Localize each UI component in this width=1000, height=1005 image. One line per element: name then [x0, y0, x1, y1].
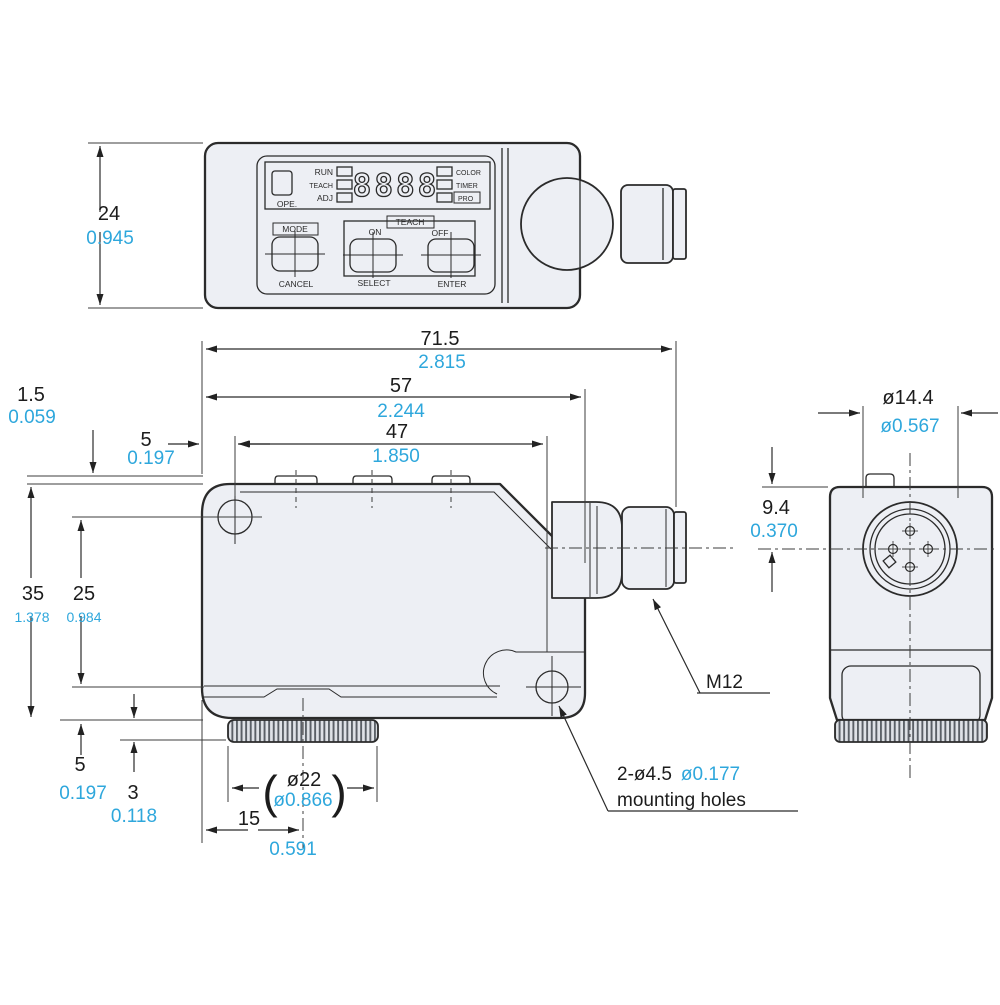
top-view: OPE. RUN TEACH ADJ 8888 COLOR TIMER PRO … — [203, 141, 687, 310]
teach-group-box — [343, 220, 476, 277]
dim-9-4-mm: 9.4 — [762, 497, 790, 519]
dim-35-mm: 35 — [22, 583, 44, 605]
top-tab — [431, 475, 471, 484]
end-view-wheel — [834, 719, 988, 743]
dim-57: 57 2.244 — [206, 375, 581, 422]
dimensions: 24 0.945 71.5 2.815 57 2.244 47 1.850 — [8, 146, 998, 860]
dim-1-5-mm: 1.5 — [17, 384, 45, 406]
panel-outline — [256, 155, 496, 295]
dim-dia-22-paren-close: ) — [331, 766, 346, 818]
dim-5-top-in: 0.197 — [127, 448, 175, 469]
dim-3: 3 0.118 — [111, 694, 157, 827]
indicator-box — [264, 161, 491, 210]
pro-label: PRO — [458, 196, 474, 203]
extension-lines — [27, 142, 959, 848]
run-label: RUN — [315, 167, 333, 177]
adj-label: ADJ — [317, 193, 333, 203]
top-tab — [274, 475, 318, 484]
dim-57-mm: 57 — [390, 375, 412, 397]
select-label: SELECT — [357, 278, 390, 288]
dim-57-in: 2.244 — [377, 401, 425, 422]
dim-5-top: 5 0.197 — [127, 429, 270, 469]
dim-15-mm: 15 — [238, 808, 260, 830]
dim-35: 35 1.378 — [14, 487, 50, 717]
control-panel: OPE. RUN TEACH ADJ 8888 COLOR TIMER PRO … — [256, 155, 496, 295]
m12-label: M12 — [706, 672, 743, 693]
teach-group-label-box — [386, 215, 435, 229]
side-view-body — [200, 482, 587, 720]
teach-indicator-label: TEACH — [309, 183, 333, 190]
top-tab — [352, 475, 393, 484]
off-label: OFF — [432, 228, 449, 238]
dim-47-in: 1.850 — [372, 446, 420, 467]
ope-button[interactable] — [271, 170, 293, 196]
mounting-holes-inch: ø0.177 — [681, 764, 740, 785]
top-view-connector-thread — [620, 184, 674, 264]
m12-keying-notch — [882, 554, 897, 569]
dim-25: 25 0.984 — [66, 520, 102, 684]
dim-24-in: 0.945 — [86, 228, 134, 249]
dim-71-5-mm: 71.5 — [421, 328, 460, 350]
on-label: ON — [369, 227, 382, 237]
end-view-tab — [865, 473, 895, 487]
m12-note: M12 — [652, 598, 770, 694]
dim-15-in: 0.591 — [269, 839, 317, 860]
mounting-holes-count: 2-ø4.5 — [617, 764, 672, 785]
dim-71-5: 71.5 2.815 — [206, 328, 672, 373]
dim-5-bottom: 5 0.197 — [59, 724, 107, 804]
timer-indicator — [436, 179, 453, 190]
dim-47: 47 1.850 — [239, 421, 543, 467]
dim-dia-14-4-in: ø0.567 — [880, 416, 939, 437]
mounting-lug — [482, 649, 585, 695]
dim-5-bottom-mm: 5 — [74, 754, 85, 776]
mounting-holes-line2: mounting holes — [617, 790, 746, 811]
dim-dia-22-in: ø0.866 — [273, 790, 332, 811]
dim-3-in: 0.118 — [111, 806, 157, 827]
dim-3-mm: 3 — [127, 782, 138, 804]
teach-indicator — [336, 179, 353, 190]
enter-label: ENTER — [438, 279, 467, 289]
mounting-holes-note: 2-ø4.5 ø0.177 mounting holes — [558, 705, 798, 812]
dim-dia-14-4-mm: ø14.4 — [882, 387, 933, 409]
dim-25-in: 0.984 — [66, 609, 101, 625]
seven-segment-display: 8888 — [353, 168, 440, 204]
dim-9-4-in: 0.370 — [750, 521, 798, 542]
mounting-holes-line1: 2-ø4.5 ø0.177 — [617, 764, 740, 785]
timer-label: TIMER — [456, 183, 478, 190]
dim-dia-22-mm: ø22 — [287, 769, 321, 791]
dim-35-in: 1.378 — [14, 609, 49, 625]
dim-5-top-mm: 5 — [140, 429, 151, 451]
top-view-connector-end — [672, 188, 687, 260]
color-label: COLOR — [456, 170, 481, 177]
dim-5-bottom-in: 0.197 — [59, 783, 107, 804]
side-view-connector-boss — [551, 501, 623, 599]
dim-dia-14-4: ø14.4 ø0.567 — [818, 387, 998, 437]
end-view — [758, 453, 994, 782]
dim-1-5: 1.5 0.059 — [8, 384, 97, 473]
run-indicator — [336, 166, 353, 177]
pro-label-box — [453, 191, 481, 204]
ope-label: OPE. — [277, 199, 297, 209]
annotations: M12 2-ø4.5 ø0.177 mounting holes — [558, 598, 798, 812]
dim-24: 24 0.945 — [86, 146, 134, 305]
dim-25-mm: 25 — [73, 583, 95, 605]
dim-24-mm: 24 — [98, 203, 120, 225]
dim-9-4: 9.4 0.370 — [750, 447, 798, 592]
dim-71-5-in: 2.815 — [418, 352, 466, 373]
dim-15: 15 0.591 — [206, 808, 317, 860]
adj-indicator — [336, 192, 353, 203]
top-view-connector-boss — [520, 177, 614, 271]
dim-1-5-in: 0.059 — [8, 407, 56, 428]
mode-label: MODE — [282, 224, 308, 234]
cancel-label: CANCEL — [279, 279, 314, 289]
dim-dia-22: ( ) ø22 ø0.866 — [232, 766, 374, 818]
pro-indicator — [436, 192, 453, 203]
dim-47-mm: 47 — [386, 421, 408, 443]
teach-group-label: TEACH — [396, 217, 425, 227]
dim-dia-22-paren-open: ( — [262, 766, 278, 818]
color-indicator — [436, 166, 453, 177]
